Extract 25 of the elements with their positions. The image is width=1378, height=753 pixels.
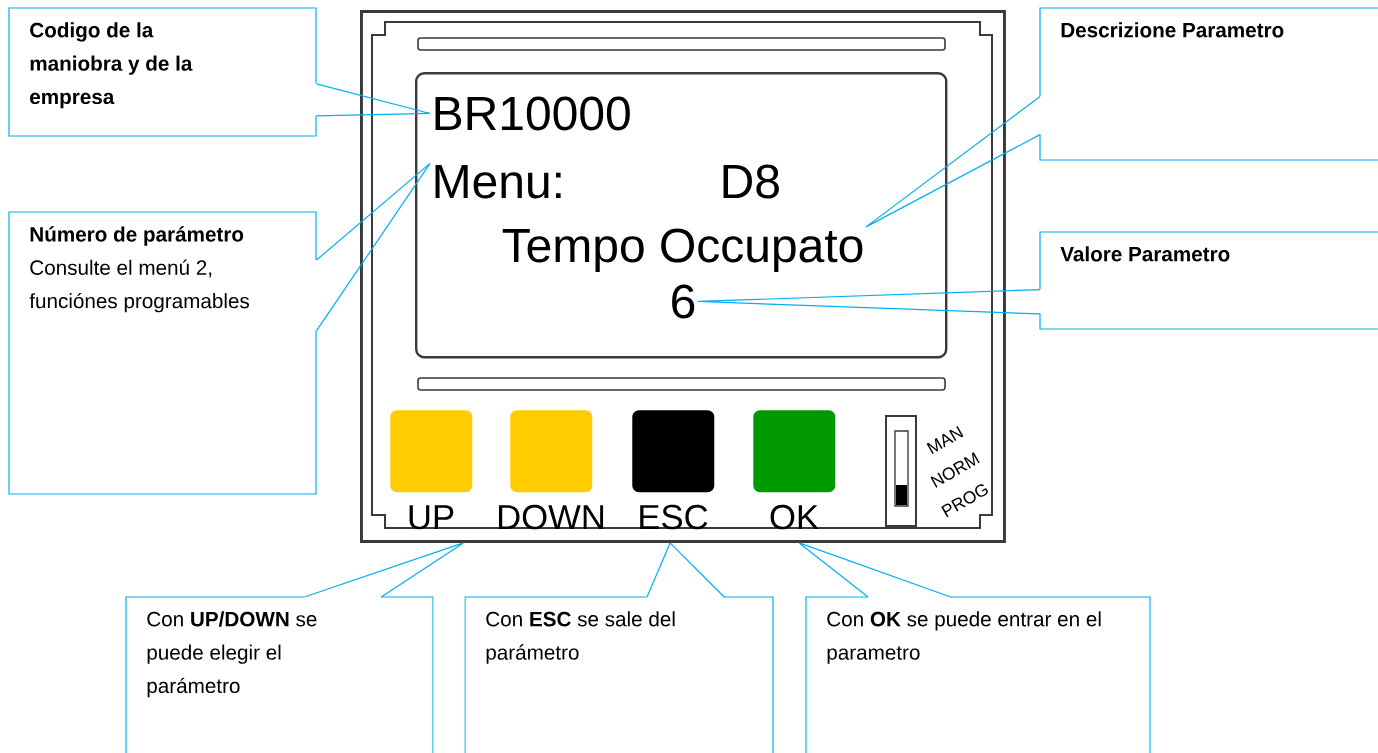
callout-box: Número de parámetro Consulte el menú 2, funciónes programables: [8, 211, 317, 495]
callout-pointer: [315, 162, 431, 332]
callout-box: Con ESC se sale del parámetro: [464, 596, 774, 753]
callout-box: Descrizione Parametro: [1039, 7, 1378, 161]
callout-box: Codigo de la maniobra y de la empresa: [8, 7, 317, 137]
button-label: OK: [770, 504, 819, 530]
display-text: 6: [672, 284, 695, 319]
callout-box: Con UP/DOWN se puede elegir el parámetro: [125, 596, 434, 753]
button-label: ESC: [640, 504, 708, 530]
display-text: Menu:: [435, 165, 561, 199]
display-text: D8: [723, 164, 779, 199]
callout-pointer: [315, 83, 431, 117]
switch-label: MAN: [926, 425, 964, 455]
callout-box: Con OK se puede entrar en el parametro: [805, 596, 1151, 753]
callout-pointer: [865, 95, 1041, 228]
display-screen: [415, 72, 948, 359]
callout-pointer: [646, 542, 725, 598]
button-label: UP: [409, 505, 454, 530]
display-text: BR10000: [435, 96, 630, 131]
callout-pointer: [303, 542, 464, 598]
callout-pointer: [697, 288, 1041, 315]
callout-pointer: [798, 542, 952, 598]
display-text: Tempo Occupato: [502, 228, 863, 272]
callout-box: Valore Parametro: [1039, 231, 1378, 330]
button-label: DOWN: [499, 504, 604, 530]
